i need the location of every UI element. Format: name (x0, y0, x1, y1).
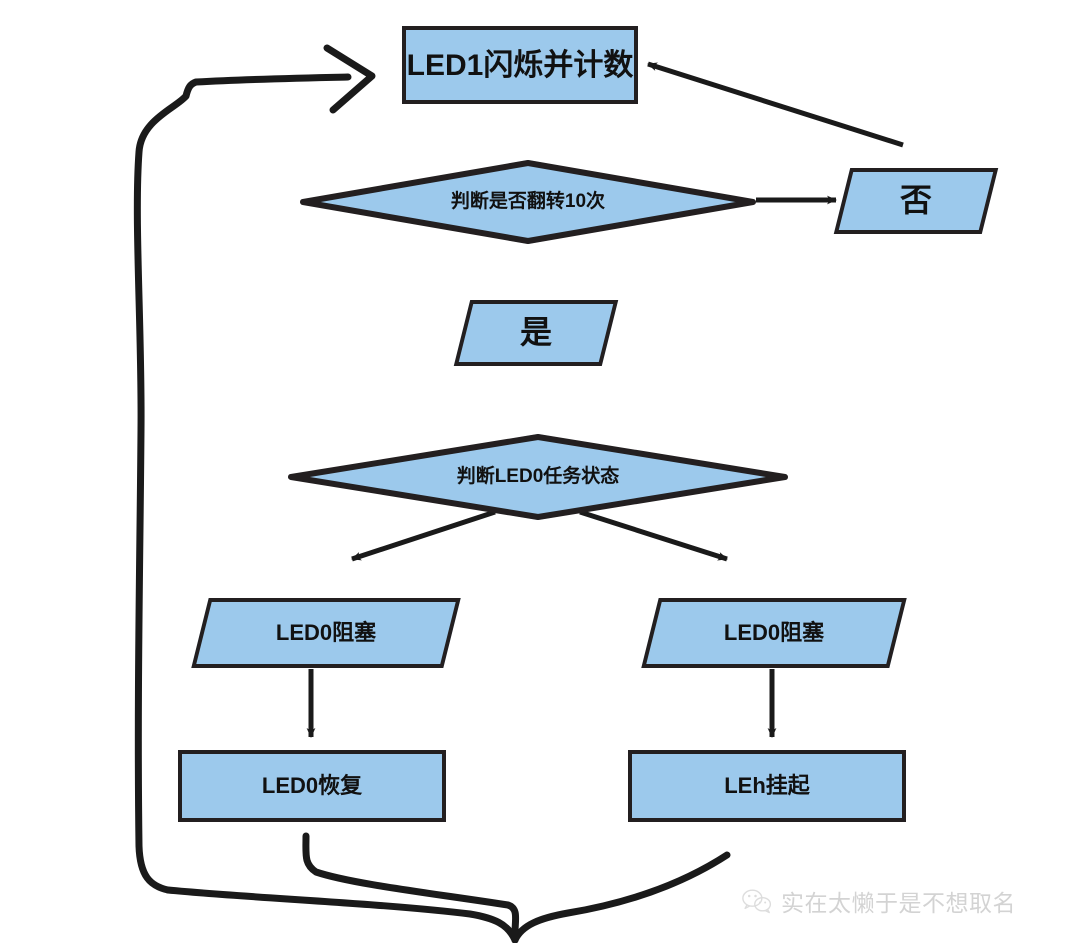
node-yes[interactable]: 是 (453, 300, 619, 366)
watermark-text: 实在太懒于是不想取名 (781, 890, 1016, 916)
node-no-label: 否 (899, 182, 932, 219)
node-decision-toggle-10-times[interactable]: 判断是否翻转10次 (300, 160, 756, 244)
watermark: 实在太懒于是不想取名 (742, 884, 1016, 918)
connector-no-to-led1 (647, 61, 904, 148)
node-led0-blocked-left[interactable]: LED0阻塞 (191, 598, 461, 668)
diamond-outline (300, 160, 756, 244)
node-decision-led0-task-state-label: 判断LED0任务状态 (456, 465, 620, 487)
node-led0-resume[interactable]: LED0恢复 (178, 750, 446, 822)
diamond-outline (288, 434, 788, 520)
node-decision-toggle-10-times-label: 判断是否翻转10次 (450, 190, 606, 212)
node-led-suspend[interactable]: LEh挂起 (628, 750, 906, 822)
node-decision-led0-task-state[interactable]: 判断LED0任务状态 (288, 434, 788, 520)
wechat-icon (742, 889, 772, 914)
node-yes-label: 是 (519, 314, 552, 351)
connector-loopback-left-rail (133, 44, 376, 894)
node-led0-blocked-right-label: LED0阻塞 (723, 619, 825, 645)
node-led1-blink-count-label: LED1闪烁并计数 (406, 48, 634, 82)
node-led0-blocked-right[interactable]: LED0阻塞 (641, 598, 907, 668)
node-led0-resume-label: LED0恢复 (261, 772, 363, 798)
connector-loopback-bottom (164, 832, 731, 943)
node-led0-blocked-left-label: LED0阻塞 (275, 619, 377, 645)
connector-state-to-right-block (579, 509, 728, 562)
connector-state-to-left-block (351, 509, 496, 562)
node-no[interactable]: 否 (833, 168, 999, 234)
node-led-suspend-label: LEh挂起 (724, 772, 810, 798)
node-led1-blink-count[interactable]: LED1闪烁并计数 (402, 26, 638, 104)
